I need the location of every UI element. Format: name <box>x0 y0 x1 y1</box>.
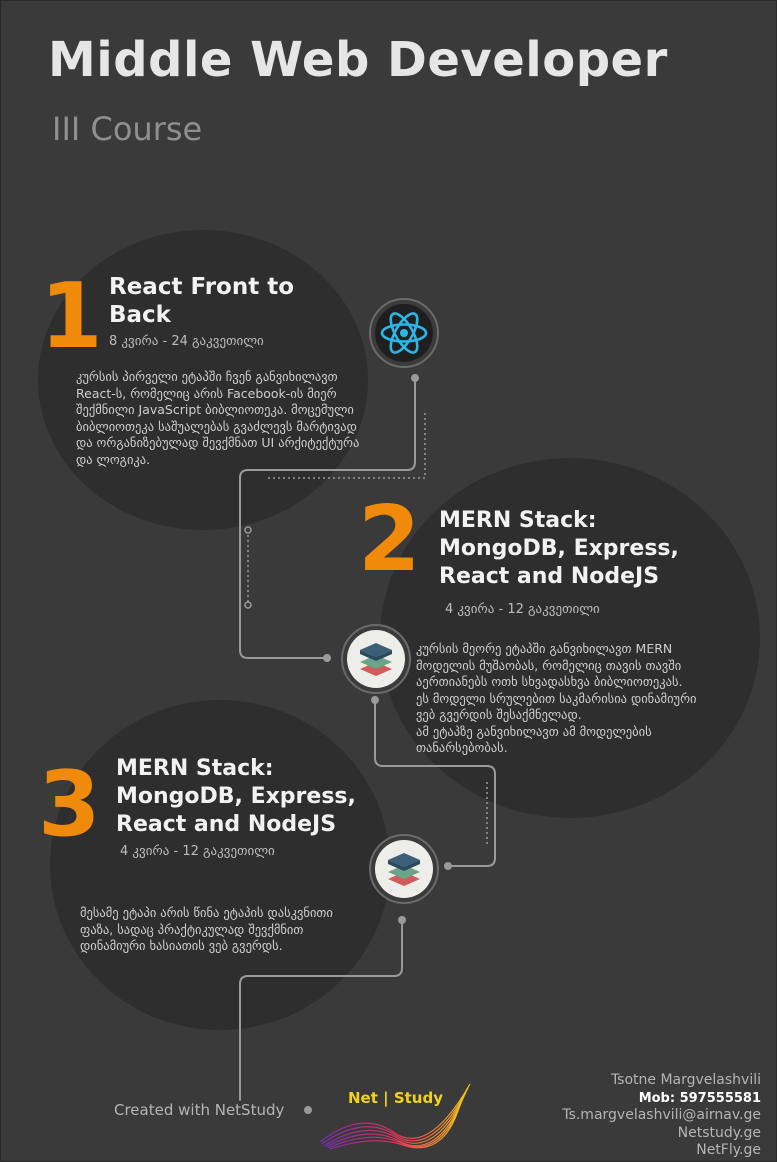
netstudy-brand: Net | Study <box>348 1089 443 1107</box>
stage-1-backdrop <box>38 230 368 530</box>
stage-1-description: კურსის პირველი ეტაპში ჩვენ განვიხილავთ R… <box>76 369 360 467</box>
connector-1-2 <box>239 377 416 659</box>
stage-1-title-line1: React Front to <box>109 274 295 300</box>
connector-2-3 <box>374 699 496 867</box>
netstudy-wave-logo <box>319 1083 471 1150</box>
stage-3-meta: 4 კვირა - 12 გაკვეთილი <box>120 844 275 859</box>
layers-icon <box>375 840 433 898</box>
react-icon <box>375 304 433 362</box>
contact-email: Ts.margvelashvili@airnav.ge <box>562 1107 761 1123</box>
stage-2-number: 2 <box>358 487 421 592</box>
contact-block: Tsotne Margvelashvili Mob: 597555581 Ts.… <box>562 1072 761 1160</box>
stage-1-icon-badge <box>369 298 439 368</box>
site-netfly: NetFly.ge <box>696 1142 761 1158</box>
stage-3-title: MERN Stack: MongoDB, Express, React and … <box>116 756 356 837</box>
stage-3-number: 3 <box>38 752 101 857</box>
page-subtitle: III Course <box>52 110 203 148</box>
page-title: Middle Web Developer <box>48 32 668 88</box>
contact-name: Tsotne Margvelashvili <box>610 1072 761 1088</box>
connector-3-footer <box>239 919 403 1101</box>
stage-1-title: React Front to Back <box>109 273 294 329</box>
stage-1-number: 1 <box>40 264 103 369</box>
stage-2-backdrop <box>380 458 760 818</box>
stage-1-title-line2: Back <box>109 302 171 328</box>
stage-2-icon-badge <box>341 624 411 694</box>
created-with-label: Created with NetStudy <box>114 1101 285 1119</box>
stage-1-meta: 8 კვირა - 24 გაკვეთილი <box>109 334 264 349</box>
stage-3-icon-badge <box>369 834 439 904</box>
stage-2-description: კურსის მეორე ეტაპში განვიხილავთ MERN მოდ… <box>416 641 697 755</box>
stage-3-description: მესამე ეტაპი არის წინა ეტაპის დასკვნითი … <box>80 905 333 953</box>
layers-icon <box>347 630 405 688</box>
contact-phone: Mob: 597555581 <box>638 1090 761 1106</box>
stage-2-meta: 4 კვირა - 12 გაკვეთილი <box>445 602 600 617</box>
site-netstudy: Netstudy.ge <box>677 1124 761 1141</box>
stage-2-title: MERN Stack: MongoDB, Express, React and … <box>439 508 679 589</box>
